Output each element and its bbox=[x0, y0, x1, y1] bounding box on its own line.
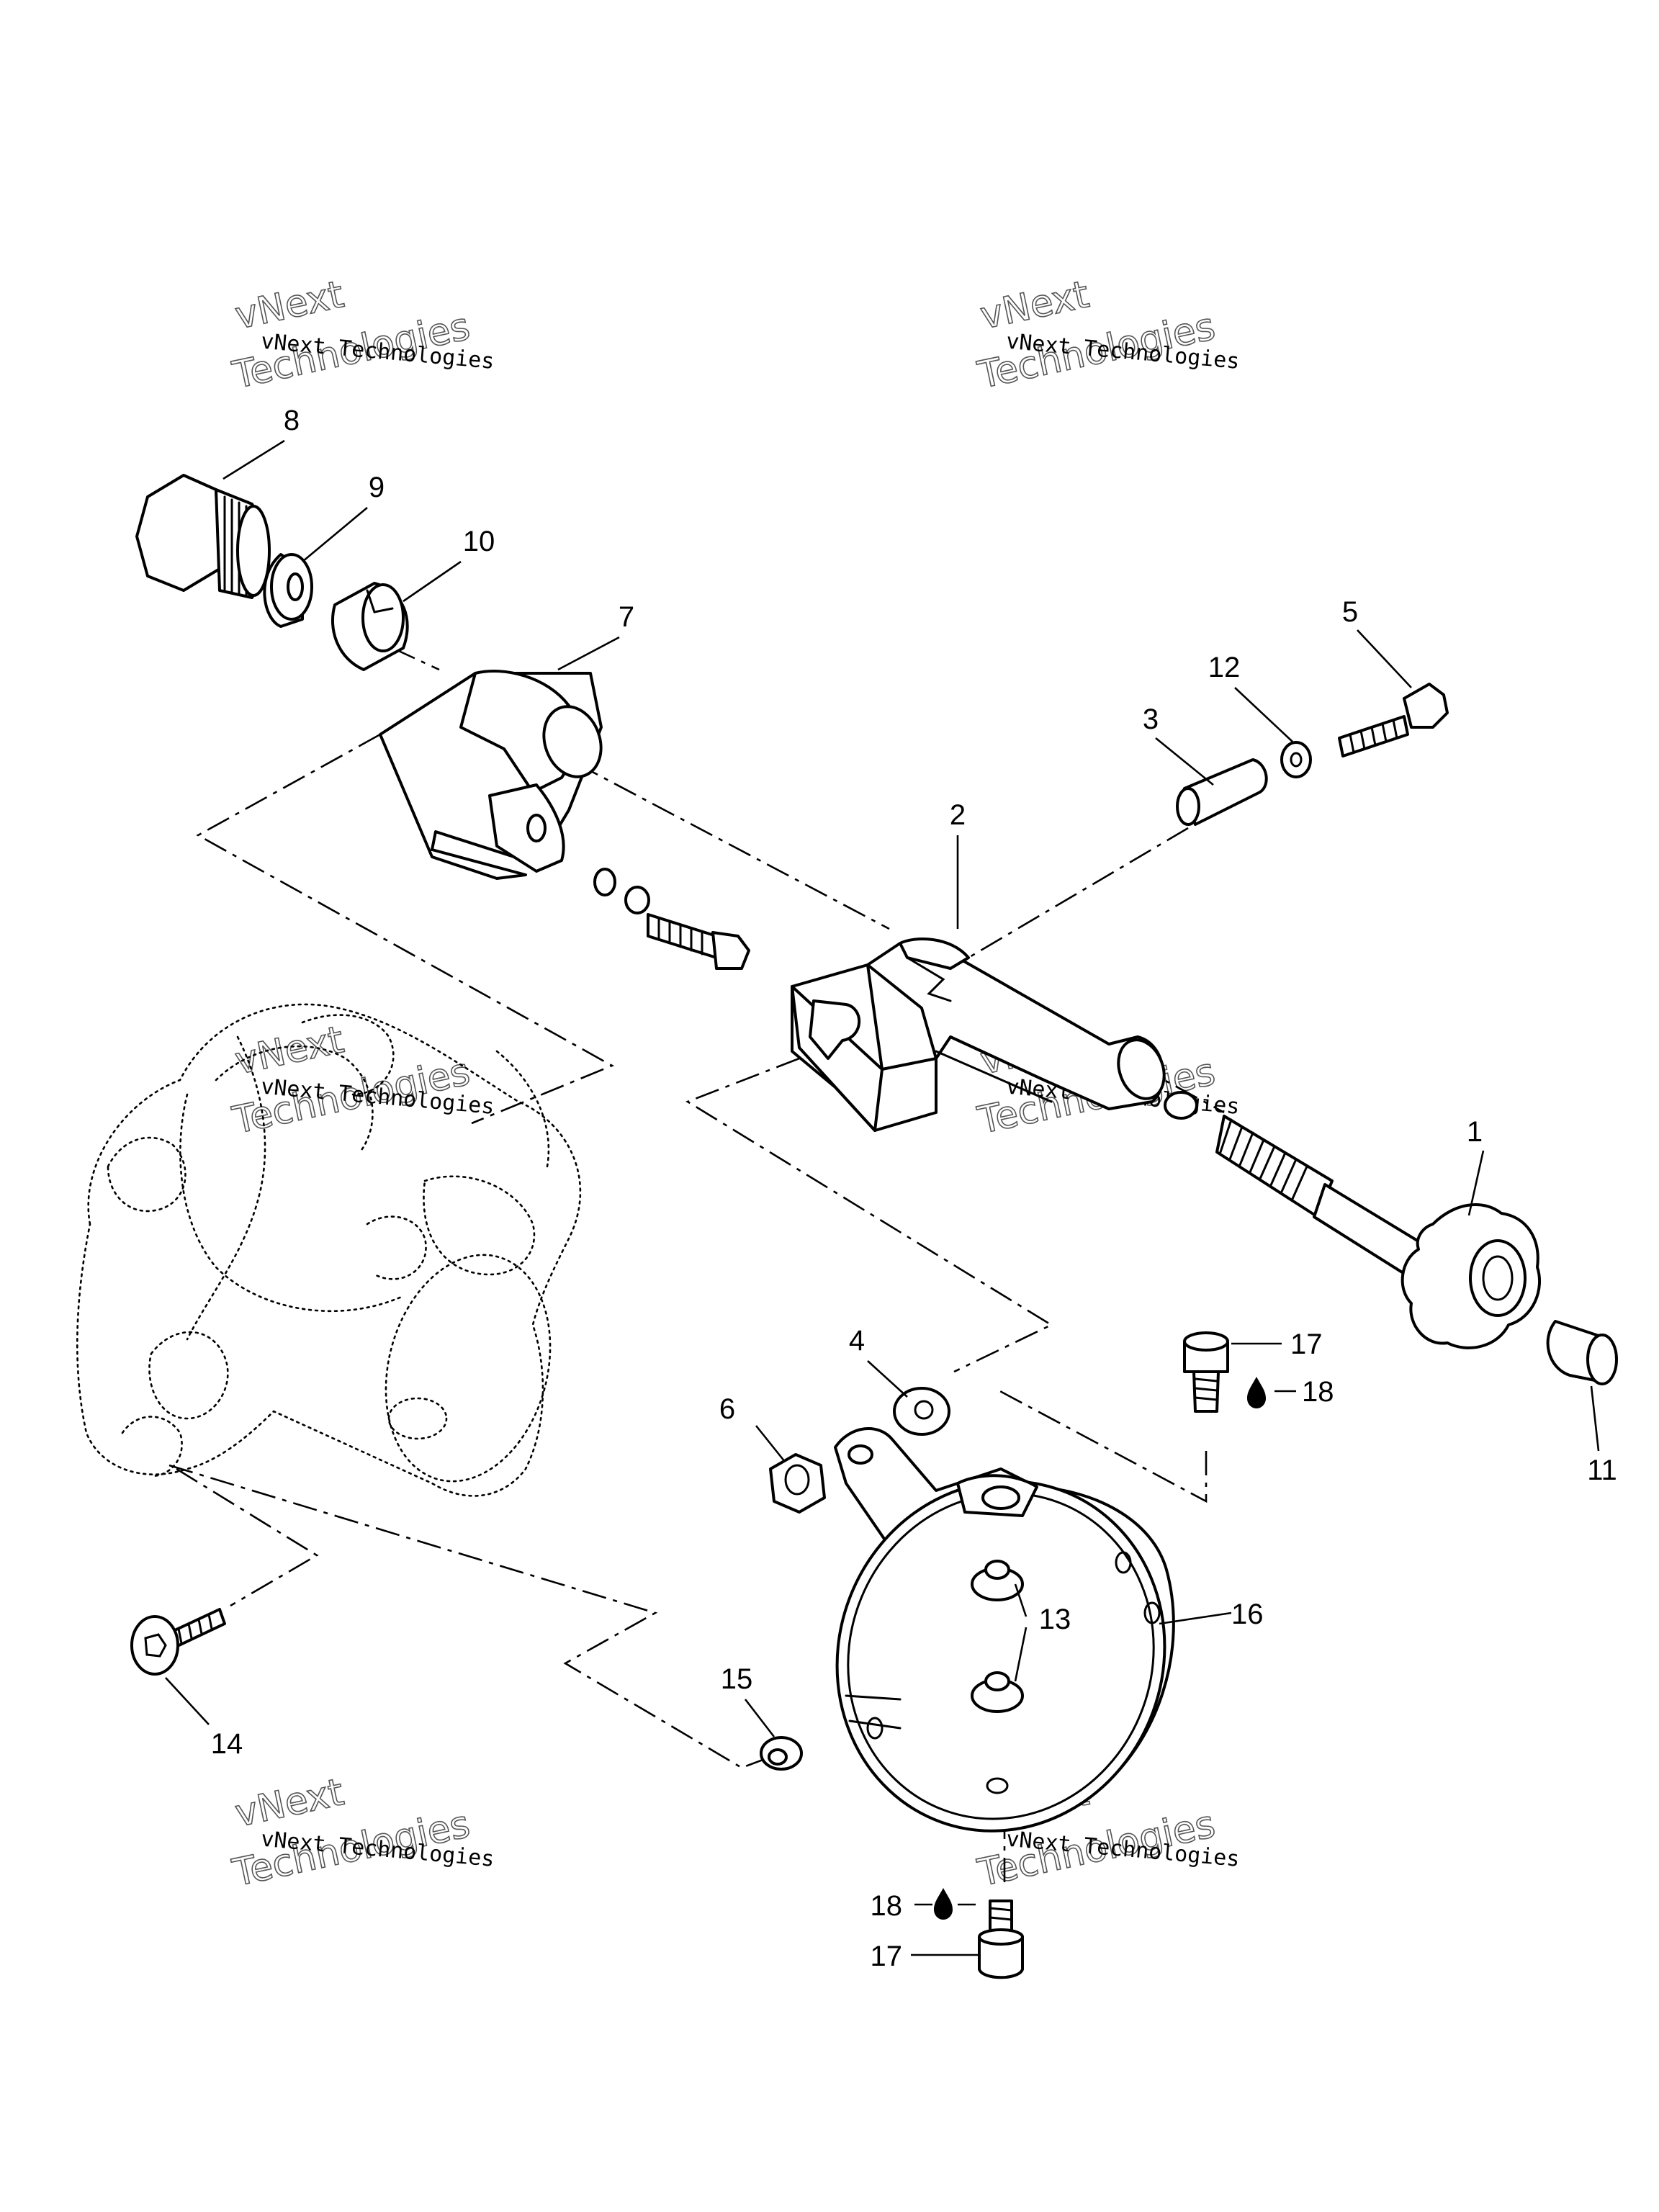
assembly-lines bbox=[168, 647, 1225, 1887]
assembly-line-7-2 bbox=[575, 762, 890, 930]
part-5-screw bbox=[1338, 683, 1449, 757]
callout-14: 14 bbox=[211, 1728, 243, 1760]
assembly-line-7 bbox=[196, 733, 614, 1125]
part-8-threaded-plug bbox=[135, 474, 271, 599]
callout-15: 15 bbox=[721, 1663, 753, 1695]
part-7-fasteners bbox=[593, 868, 750, 970]
part-17-screw-top bbox=[1183, 1331, 1229, 1413]
watermark-top-right: vNext Technologies vNext Technologies bbox=[974, 272, 1241, 397]
assembly-line-2-16 bbox=[685, 1057, 1053, 1373]
watermark-top-left: vNext Technologies vNext Technologies bbox=[228, 272, 495, 397]
assembly-line-14-15 bbox=[176, 1467, 319, 1607]
callout-17-top: 17 bbox=[1290, 1328, 1323, 1360]
callout-numbers: 1 2 3 4 5 6 7 8 9 10 11 12 13 14 15 16 1… bbox=[211, 405, 1617, 1972]
watermark-bottom-left: vNext Technologies vNext Technologies bbox=[228, 1770, 495, 1895]
callout-6: 6 bbox=[719, 1393, 735, 1425]
part-16-ring-housing bbox=[834, 1427, 1175, 1833]
part-2-yoke-arm bbox=[791, 938, 1166, 1132]
callout-9: 9 bbox=[369, 472, 385, 503]
assembly-line-17 bbox=[997, 1388, 1208, 1503]
part-6-nut bbox=[769, 1453, 826, 1514]
oil-drop-icon bbox=[934, 1888, 953, 1920]
part-3-sleeve bbox=[1176, 758, 1268, 826]
callout-2: 2 bbox=[950, 799, 966, 831]
leader-lines bbox=[165, 439, 1600, 1956]
assembly-line-3-2 bbox=[968, 827, 1189, 959]
part-10-clip bbox=[331, 582, 409, 671]
callout-10: 10 bbox=[463, 526, 495, 557]
part-14-screw bbox=[130, 1608, 226, 1676]
assembly-line-15 bbox=[168, 1464, 771, 1769]
callout-7: 7 bbox=[619, 601, 634, 633]
watermark-middle-left: vNext Technologies vNext Technologies bbox=[228, 1017, 495, 1143]
part-12-washer bbox=[1280, 741, 1312, 778]
oil-drop-icon bbox=[1247, 1377, 1266, 1408]
callout-18-top: 18 bbox=[1302, 1376, 1334, 1408]
callout-17-bottom: 17 bbox=[871, 1941, 903, 1972]
part-17-screw-bottom bbox=[978, 1899, 1024, 1979]
callout-3: 3 bbox=[1143, 703, 1159, 735]
part-11-cap bbox=[1546, 1320, 1618, 1385]
svg-text:vNext: vNext bbox=[231, 1771, 347, 1835]
svg-text:vNext: vNext bbox=[231, 273, 347, 338]
callout-16: 16 bbox=[1231, 1599, 1264, 1630]
callout-8: 8 bbox=[284, 405, 300, 436]
part-4-washer bbox=[893, 1387, 950, 1436]
callout-13: 13 bbox=[1039, 1604, 1071, 1635]
callout-1: 1 bbox=[1467, 1116, 1483, 1148]
callout-11: 11 bbox=[1587, 1455, 1617, 1486]
part-1-knob-screw bbox=[1164, 1091, 1542, 1349]
part-9-ring bbox=[263, 553, 313, 628]
pump-housing-outline bbox=[76, 1003, 582, 1497]
assembly-line-8-10 bbox=[392, 647, 440, 671]
callout-4: 4 bbox=[849, 1325, 865, 1357]
part-7-bracket bbox=[379, 670, 603, 880]
callout-18-bottom: 18 bbox=[871, 1890, 903, 1922]
svg-text:vNext: vNext bbox=[976, 273, 1092, 338]
part-15-bushing bbox=[760, 1736, 803, 1771]
callout-5: 5 bbox=[1342, 596, 1358, 628]
part-13-grommets bbox=[971, 1560, 1024, 1794]
callout-12: 12 bbox=[1208, 652, 1241, 683]
